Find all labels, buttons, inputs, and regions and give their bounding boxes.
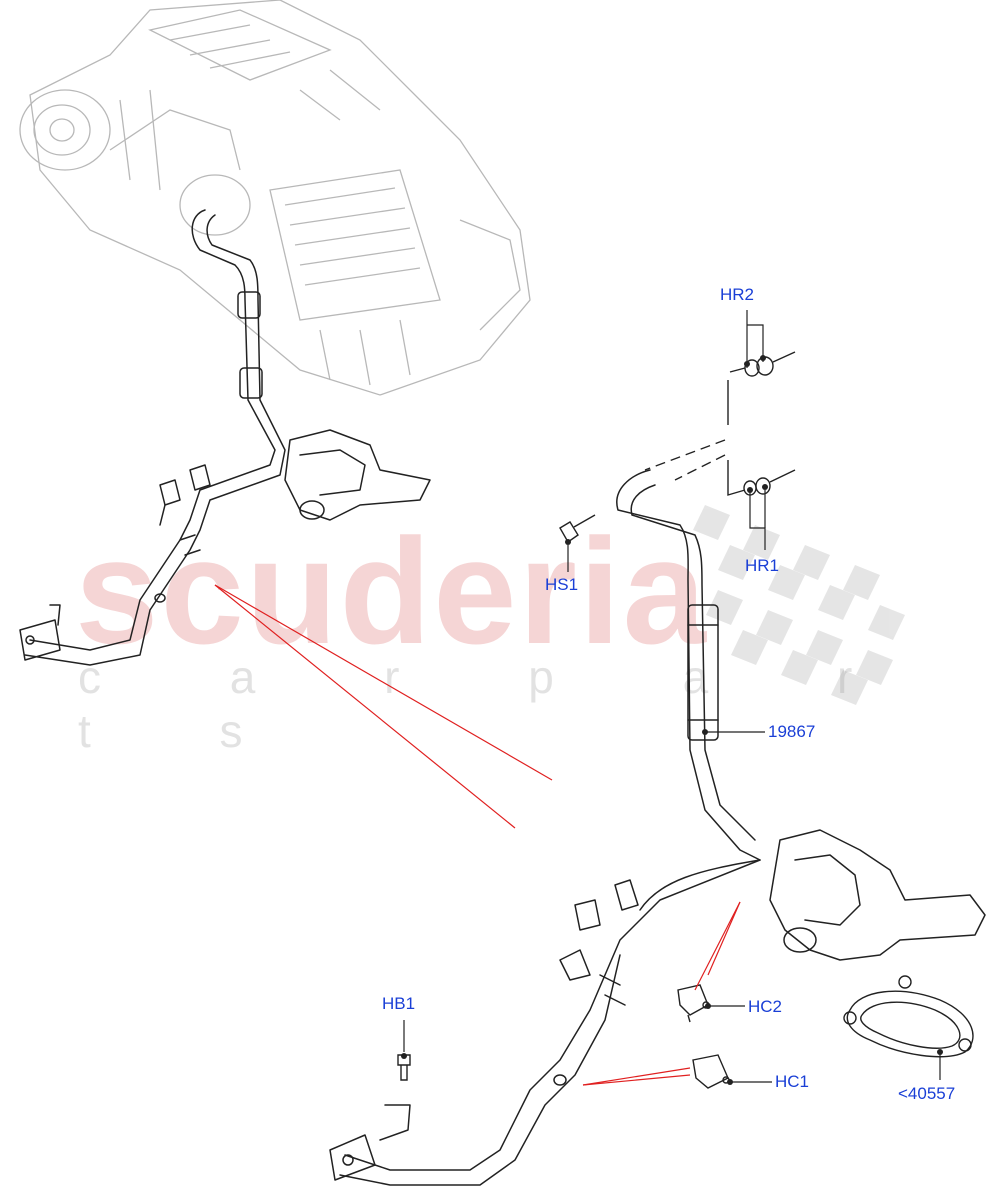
watermark-brand: scuderia [75, 507, 708, 675]
checkered-flag-watermark [693, 505, 905, 705]
red-leader-lines [214, 584, 741, 1086]
watermark-tagline: c a r p a r t s [78, 651, 911, 757]
callout-hc2[interactable]: HC2 [748, 997, 783, 1016]
callout-hr2[interactable]: HR2 [720, 285, 755, 304]
hr1-clips [727, 460, 796, 496]
hvac-unit-ghost [19, 0, 531, 396]
leader-lines [403, 310, 941, 1083]
callout-hc1[interactable]: HC1 [775, 1072, 810, 1091]
callout-hr1[interactable]: HR1 [745, 556, 780, 575]
fastener-dots [401, 355, 943, 1085]
pipe-assembly-upper-left [19, 209, 431, 666]
gasket-40557 [843, 975, 974, 1058]
hc2-clip [677, 984, 710, 1023]
callout-19867[interactable]: 19867 [768, 722, 816, 741]
hc1-clip [692, 1054, 730, 1089]
callout-hb1[interactable]: HB1 [382, 994, 416, 1013]
callout-40557[interactable]: <40557 [898, 1084, 956, 1103]
hr2-clips [644, 351, 796, 481]
hs1-bolt [559, 514, 596, 544]
pipe-assembly-lower-right [329, 469, 986, 1186]
callout-hs1[interactable]: HS1 [545, 575, 579, 594]
